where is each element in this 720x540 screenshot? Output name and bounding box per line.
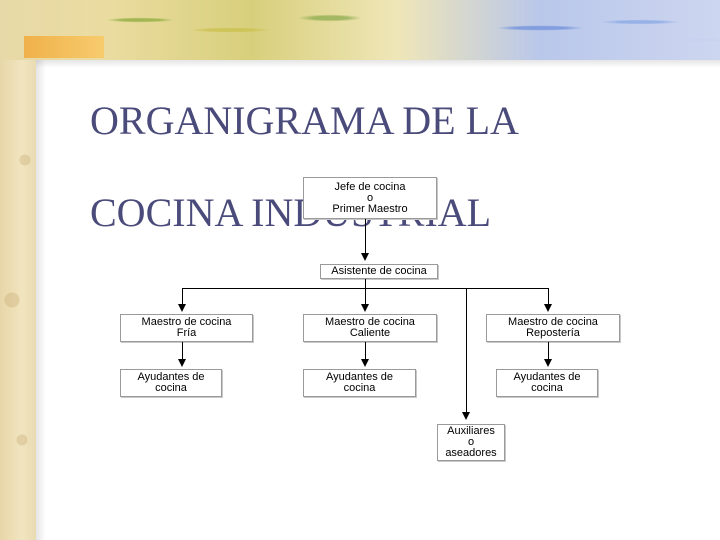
- box-asistente-line-1: Asistente de cocina: [331, 265, 427, 277]
- slide-title: ORGANIGRAMA DE LA COCINA INDUSTRIAL: [90, 52, 650, 282]
- box-maestro-caliente: Maestro de cocina Caliente: [303, 314, 437, 342]
- connector-fria-ayudantes: [182, 342, 183, 360]
- sidebar-shadow: [36, 60, 46, 540]
- banner-shadow: [36, 60, 720, 68]
- arrow-to-ayudantes-reposteria: [544, 359, 552, 367]
- arrow-to-asistente: [361, 253, 369, 261]
- box-ayudantes-reposteria: Ayudantes de cocina: [496, 369, 598, 397]
- box-auxiliares-line-2: o: [467, 436, 475, 448]
- arrow-to-ayudantes-fria: [178, 359, 186, 367]
- box-maestro-fria-line-2: Fría: [176, 327, 197, 339]
- slide-title-line-1: ORGANIGRAMA DE LA: [90, 98, 519, 143]
- arrow-to-ayudantes-caliente: [361, 359, 369, 367]
- box-ayudantes-fria-line-1: Ayudantes de: [137, 371, 205, 383]
- arrow-to-maestro-fria: [178, 304, 186, 312]
- box-auxiliares-line-3: aseadores: [445, 447, 497, 459]
- box-ayudantes-reposteria-line-2: cocina: [531, 382, 563, 394]
- connector-to-reposteria: [548, 288, 549, 305]
- box-auxiliares: Auxiliares o aseadores: [437, 424, 505, 461]
- box-ayudantes-caliente-line-1: Ayudantes de: [325, 371, 394, 383]
- connector-reposteria-ayudantes: [548, 342, 549, 360]
- box-maestro-reposteria-line-2: Repostería: [526, 327, 580, 339]
- box-ayudantes-fria: Ayudantes de cocina: [120, 369, 222, 397]
- box-jefe-line-2: o: [366, 191, 374, 204]
- connector-asistente-down: [365, 279, 366, 289]
- box-jefe-line-1: Jefe de cocina: [334, 180, 406, 193]
- connector-to-fria: [182, 288, 183, 305]
- box-maestro-fria: Maestro de cocina Fría: [120, 314, 253, 342]
- connector-to-auxiliares: [466, 288, 467, 413]
- box-auxiliares-line-1: Auxiliares: [447, 425, 495, 437]
- decorative-banner: [0, 0, 720, 60]
- accent-bar: [24, 36, 104, 58]
- box-maestro-reposteria-line-1: Maestro de cocina: [508, 316, 598, 328]
- box-jefe-line-3: Primer Maestro: [332, 202, 408, 215]
- arrow-to-maestro-caliente: [361, 304, 369, 312]
- box-ayudantes-caliente-line-2: cocina: [343, 382, 376, 394]
- arrow-to-auxiliares: [462, 412, 470, 420]
- box-ayudantes-caliente: Ayudantes de cocina: [303, 369, 416, 397]
- box-maestro-reposteria: Maestro de cocina Repostería: [486, 314, 620, 342]
- box-ayudantes-reposteria-line-1: Ayudantes de: [513, 371, 581, 383]
- arrow-to-maestro-reposteria: [544, 304, 552, 312]
- box-asistente-de-cocina: Asistente de cocina: [320, 264, 438, 279]
- box-jefe-de-cocina: Jefe de cocina o Primer Maestro: [303, 177, 437, 219]
- connector-caliente-ayudantes: [365, 342, 366, 360]
- box-maestro-caliente-line-1: Maestro de cocina: [325, 316, 415, 328]
- box-maestro-fria-line-1: Maestro de cocina: [141, 316, 232, 328]
- decorative-sidebar: [0, 0, 36, 540]
- box-maestro-caliente-line-2: Caliente: [349, 327, 391, 339]
- box-ayudantes-fria-line-2: cocina: [155, 382, 187, 394]
- connector-to-caliente: [365, 288, 366, 305]
- connector-jefe-asistente: [365, 219, 366, 254]
